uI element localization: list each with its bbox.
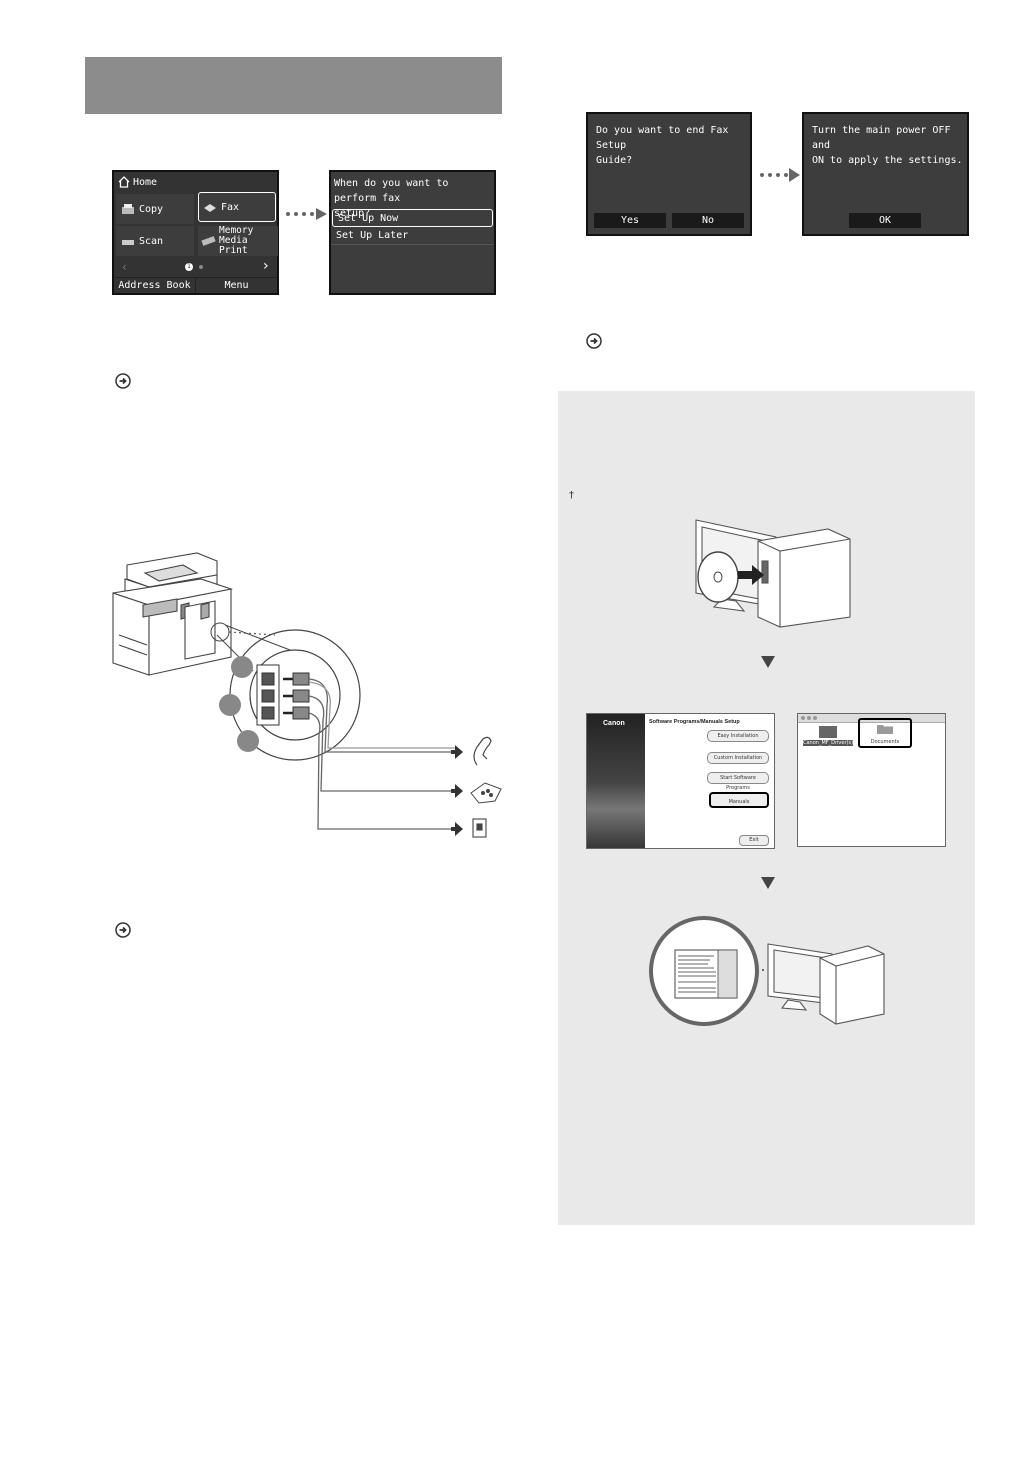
easy-installation-button[interactable]: Easy Installation xyxy=(707,730,769,742)
no-button[interactable]: No xyxy=(672,213,744,228)
chevron-right-icon[interactable]: › xyxy=(263,258,269,274)
memory-tile-line2: Media Print xyxy=(219,235,248,256)
power-message: Turn the main power OFF and ON to apply … xyxy=(812,123,967,168)
proceed-arrow-icon xyxy=(586,333,602,349)
scan-tile[interactable]: Scan xyxy=(116,226,194,256)
end-guide-line2: Guide? xyxy=(596,155,633,166)
page-indicator: 1 xyxy=(185,263,203,271)
address-book-button[interactable]: Address Book xyxy=(114,278,196,293)
step-down-triangle xyxy=(761,656,775,668)
wall-jack-icon xyxy=(472,818,487,838)
phone-jacks xyxy=(256,664,310,726)
fax-icon xyxy=(204,204,216,212)
power-cycle-dialog: Turn the main power OFF and ON to apply … xyxy=(802,112,969,236)
cd-icon xyxy=(697,551,739,603)
set-up-now-option[interactable]: Set Up Now xyxy=(332,209,493,227)
canon-logo: Canon xyxy=(603,720,625,727)
label-circle-1 xyxy=(231,656,253,678)
page-indicator-current: 1 xyxy=(185,263,193,271)
start-software-button[interactable]: Start Software Programs xyxy=(707,772,769,791)
exit-button[interactable]: Exit xyxy=(739,835,769,846)
driver-disk-label: Canon_MF_Driver(s) xyxy=(803,740,854,746)
power-line2: ON to apply the settings. xyxy=(812,155,963,166)
fax-tile[interactable]: Fax xyxy=(198,192,276,222)
yes-button[interactable]: Yes xyxy=(594,213,666,228)
driver-disk-item[interactable]: Canon_MF_Driver(s) xyxy=(803,726,853,750)
home-title: Home xyxy=(118,176,157,188)
copy-tile-label: Copy xyxy=(139,203,164,215)
set-up-now-label: Set Up Now xyxy=(338,212,399,224)
fax-setup-question: When do you want to perform fax setup? xyxy=(334,176,494,221)
custom-installation-button[interactable]: Custom Installation xyxy=(707,752,769,764)
installer-sidebar: Canon xyxy=(587,714,645,848)
label-circle-2 xyxy=(219,694,241,716)
printer-illustration xyxy=(112,552,234,676)
mac-finder-window: Canon_MF_Driver(s) Documents xyxy=(797,713,946,847)
flow-dots-arrow xyxy=(285,207,327,224)
set-up-later-option[interactable]: Set Up Later xyxy=(331,227,494,245)
proceed-arrow-icon xyxy=(115,922,131,938)
label-circle-3 xyxy=(237,730,259,752)
copy-icon xyxy=(122,204,134,214)
step-down-triangle xyxy=(761,877,775,889)
documents-label: Documents xyxy=(870,739,900,745)
copy-tile[interactable]: Copy xyxy=(116,194,194,224)
ok-button[interactable]: OK xyxy=(849,213,921,228)
flow-dots-arrow xyxy=(759,167,801,186)
home-title-text: Home xyxy=(133,176,158,188)
dagger-mark: † xyxy=(569,490,574,501)
section-header-bar xyxy=(85,57,502,114)
folder-icon xyxy=(877,725,893,734)
memory-tile-line1: Memory xyxy=(219,225,254,236)
telephone-icon xyxy=(473,736,492,766)
home-icon xyxy=(118,176,130,188)
end-guide-message: Do you want to end Fax Setup Guide? xyxy=(596,123,750,168)
scan-icon xyxy=(122,240,134,245)
documents-folder[interactable]: Documents xyxy=(858,718,912,748)
menu-button[interactable]: Menu xyxy=(224,280,249,291)
printer-connection-diagram xyxy=(112,552,502,838)
home-bottom-bar: Address Book Menu xyxy=(114,277,277,293)
end-guide-line1: Do you want to end Fax Setup xyxy=(596,125,729,151)
power-line1: Turn the main power OFF and xyxy=(812,125,951,151)
installer-window: Canon Software Programs/Manuals Setup Ea… xyxy=(586,713,775,849)
manuals-button[interactable]: Manuals xyxy=(709,792,769,808)
proceed-arrow-icon xyxy=(115,373,131,389)
fax-setup-question-line1: When do you want to perform fax xyxy=(334,178,449,204)
insert-cd-illustration xyxy=(695,519,851,628)
set-up-later-label: Set Up Later xyxy=(336,230,409,241)
view-manual-illustration xyxy=(649,916,885,1026)
page-indicator-dot xyxy=(199,265,203,269)
fax-setup-prompt-screen: When do you want to perform fax setup? S… xyxy=(329,170,496,295)
chevron-left-icon[interactable]: ‹ xyxy=(122,260,127,274)
scan-tile-label: Scan xyxy=(139,235,164,247)
memory-card-icon xyxy=(201,236,216,246)
end-fax-setup-dialog: Do you want to end Fax Setup Guide? Yes … xyxy=(586,112,752,236)
fax-machine-icon xyxy=(470,782,502,804)
fax-tile-label: Fax xyxy=(221,201,240,213)
installer-title: Software Programs/Manuals Setup xyxy=(649,719,740,725)
fax-setup-question-line2: setup? xyxy=(334,208,371,219)
